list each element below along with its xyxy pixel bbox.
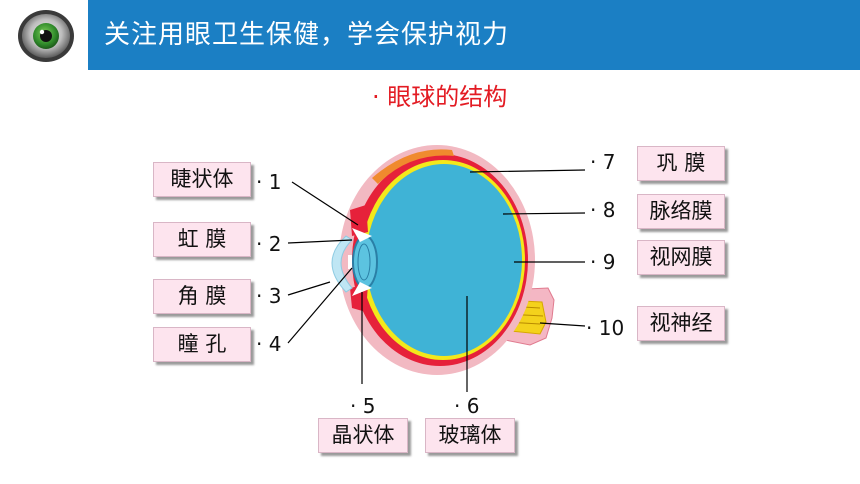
label-choroid: 脉络膜 [637,194,725,229]
marker-5: · 5 [350,394,376,418]
label-ciliary-body: 睫状体 [153,162,251,197]
label-optic-nerve: 视神经 [637,306,725,341]
label-cornea: 角 膜 [153,279,251,314]
header-bar [88,0,860,70]
leader-line-10 [539,322,586,327]
marker-3: · 3 [256,284,282,308]
label-pupil: 瞳 孔 [153,327,251,362]
label-sclera: 巩 膜 [637,146,725,181]
marker-7: · 7 [590,150,616,174]
marker-2: · 2 [256,232,282,256]
leader-line-1 [291,181,359,226]
marker-4: · 4 [256,332,282,356]
marker-6: · 6 [454,394,480,418]
ciliary-body [350,205,368,236]
diagram-title: · 眼球的结构 [372,83,508,111]
label-iris: 虹 膜 [153,222,251,257]
leader-line-3 [287,281,331,296]
vitreous-body [366,164,522,356]
marker-8: · 8 [590,198,616,222]
cornea [331,235,353,293]
eye-muscle-top [372,149,454,184]
page-title: 关注用眼卫生保健，学会保护视力 [104,20,510,50]
marker-1: · 1 [256,170,282,194]
header-banner: 关注用眼卫生保健，学会保护视力 [0,0,860,70]
marker-10: · 10 [586,316,625,340]
leader-line-8 [502,212,586,215]
leader-line-7 [469,169,586,173]
label-vitreous: 玻璃体 [425,418,515,453]
eye-logo-icon [18,10,74,62]
leader-line-2 [287,239,353,244]
leader-line-4 [287,267,353,344]
label-lens: 晶状体 [318,418,408,453]
marker-9: · 9 [590,250,616,274]
label-retina: 视网膜 [637,240,725,275]
